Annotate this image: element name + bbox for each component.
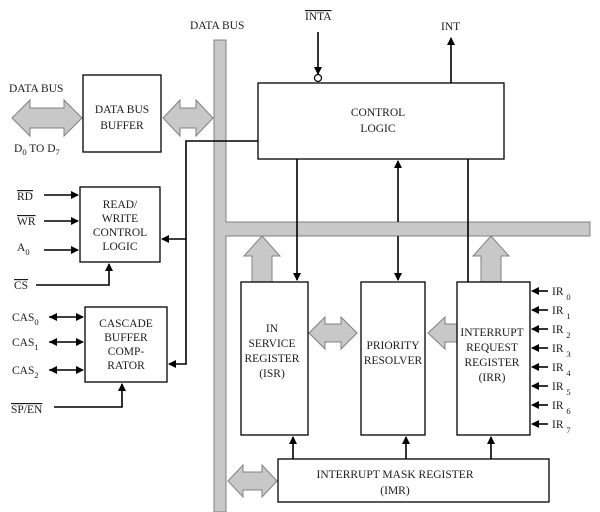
inta-inversion-bubble [313, 73, 323, 83]
read-write-logic-text: CONTROL [93, 227, 147, 239]
isr-text: (ISR) [259, 368, 285, 380]
isr-priority-arrow [308, 315, 358, 351]
ir-label: IR 6 [552, 400, 571, 416]
cas-arrowhead [49, 313, 57, 321]
isr-block [240, 281, 309, 436]
isr-text: REGISTER [245, 353, 300, 365]
control-to-rw-line [161, 140, 258, 243]
ir-label: IR 2 [552, 324, 571, 340]
cascade-buffer-text: CASCADE [99, 318, 153, 330]
irr-text: REGISTER [465, 357, 520, 369]
external-data-bus-label: DATA BUS [9, 83, 63, 95]
read-write-logic-text: READ/ [103, 199, 138, 211]
internal-data-bus-label: DATA BUS [190, 20, 244, 32]
cascade-buffer-text: RATOR [107, 360, 145, 372]
cascade-buffer-block [84, 306, 168, 383]
irr-text: INTERRUPT [460, 327, 523, 339]
priority-resolver-text: PRIORITY [366, 340, 420, 352]
imr-text: (IMR) [380, 485, 410, 497]
imr-bus-arrow [227, 463, 278, 499]
read-write-logic-block [79, 186, 161, 263]
control-to-cascade-line [168, 239, 187, 368]
priority-resolver-text: RESOLVER [364, 355, 423, 367]
priority-resolver-block [360, 281, 426, 436]
data-bus-buffer-text: BUFFER [100, 120, 144, 132]
cs-line [36, 263, 113, 286]
external-data-bus-arrow [11, 98, 83, 138]
a0-label: A0 [17, 242, 30, 257]
control-logic-block [257, 82, 505, 160]
rd-label: RD [17, 191, 33, 203]
ir-label: IR 1 [552, 305, 571, 321]
ir-label: IR 4 [552, 362, 571, 378]
cascade-buffer-text: BUFFER [104, 332, 148, 344]
cas-label: CAS2 [12, 365, 39, 380]
cas-label: CAS0 [12, 312, 39, 327]
ir-label: IR 7 [552, 419, 571, 435]
isr-to-bus-arrow [242, 235, 282, 283]
data-bus-buffer-text: DATA BUS [95, 104, 149, 116]
control-logic-text: LOGIC [360, 123, 395, 135]
irr-to-priority-arrow [427, 315, 459, 351]
irr-to-bus-arrow [471, 235, 511, 283]
control-logic-text: CONTROL [351, 107, 405, 119]
d0-to-d7-label: D0 TO D7 [14, 143, 60, 157]
cas-label: CAS1 [12, 337, 39, 352]
sp-en-label: SP/EN [11, 404, 43, 416]
wr-label: WR [17, 216, 36, 228]
ir-label: IR 5 [552, 381, 571, 397]
cs-label: CS [14, 280, 28, 292]
ir-label: IR 3 [552, 343, 571, 359]
data-bus-buffer-block [82, 74, 162, 153]
internal-bus [213, 39, 591, 512]
buffer-to-bus-arrow [162, 98, 214, 138]
inta-label: INTA [305, 11, 332, 23]
cas-arrowhead [49, 366, 57, 374]
isr-text: SERVICE [249, 338, 296, 350]
irr-text: (IRR) [479, 372, 506, 384]
read-write-logic-text: LOGIC [102, 241, 137, 253]
irr-text: REQUEST [466, 342, 518, 354]
irr-block [456, 281, 531, 436]
read-write-logic-text: WRITE [102, 213, 138, 225]
ir-label: IR 0 [552, 286, 571, 302]
imr-text: INTERRUPT MASK REGISTER [317, 469, 474, 481]
sp-en-line [54, 383, 126, 408]
imr-block [277, 458, 550, 503]
int-label: INT [441, 21, 460, 33]
isr-text: IN [266, 323, 279, 335]
cascade-buffer-text: COMP- [108, 346, 145, 358]
cas-arrowhead [49, 338, 57, 346]
